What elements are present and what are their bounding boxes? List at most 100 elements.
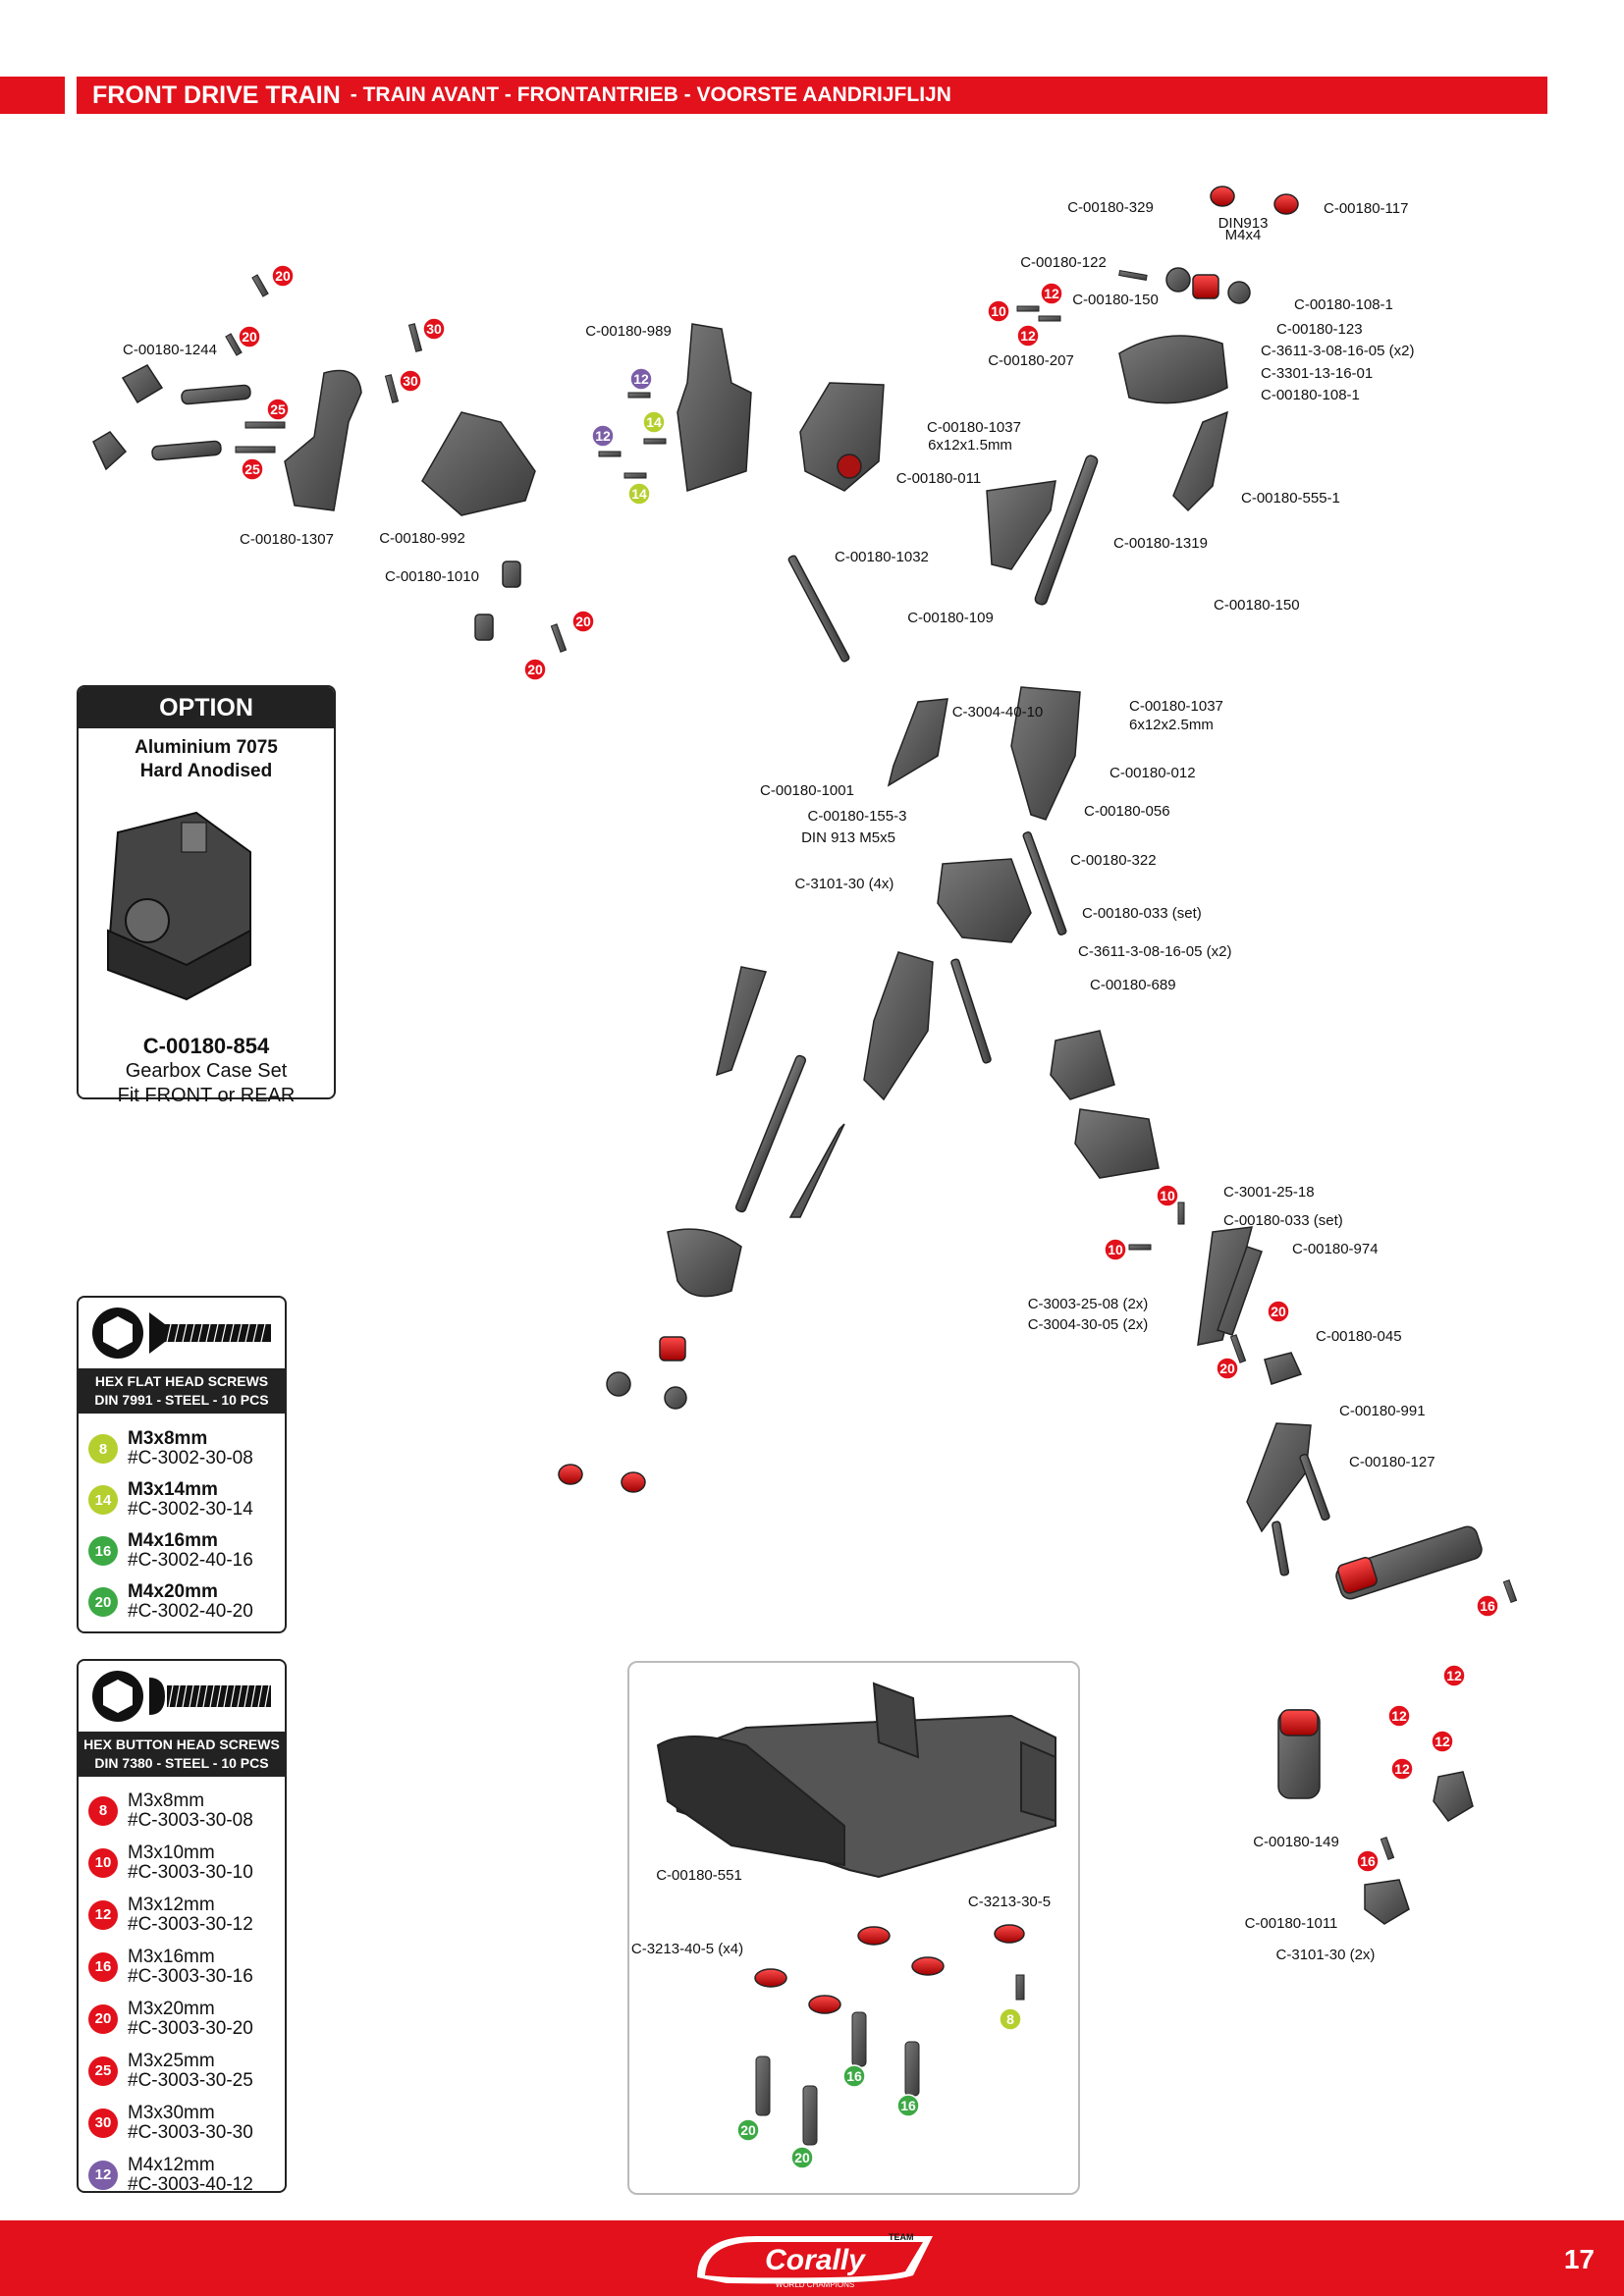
screw-code: #C-3003-30-08	[128, 1809, 253, 1831]
screw-badge-circle	[241, 457, 264, 481]
part-shock-2-red	[1279, 1709, 1319, 1736]
screw-badge-circle	[238, 325, 261, 348]
part-c00180-127	[1299, 1453, 1330, 1522]
flat-screw-icon	[79, 1298, 285, 1368]
screw-badge-number: 20	[527, 662, 543, 677]
button-screw-icon	[79, 1661, 285, 1732]
screw-size: M3x14mm	[128, 1479, 218, 1500]
screw-badge: 10	[987, 299, 1010, 323]
screw-badge: 25	[266, 398, 290, 421]
part-c00180-011	[986, 480, 1056, 570]
part-label: C-00180-1010	[385, 568, 479, 585]
screw-code: #C-3002-30-08	[128, 1448, 253, 1468]
skid-plate-c00180-551	[656, 1682, 1056, 1879]
screw-number-badge: 8	[88, 1795, 118, 1826]
screw-badge: 30	[422, 317, 446, 341]
screw-badge-circle	[987, 299, 1010, 323]
part-label: DIN 913 M5x5	[801, 829, 895, 846]
part-hub	[1433, 1771, 1474, 1822]
flat-screws-title: HEX FLAT HEAD SCREWS DIN 7991 - STEEL - …	[79, 1368, 285, 1414]
screw-badge-number: 10	[991, 303, 1006, 319]
part-red-nut	[659, 1336, 686, 1362]
screw-size: M3x20mm	[128, 1998, 215, 2019]
screw-number-badge: 20	[88, 1587, 118, 1617]
header-title: FRONT DRIVE TRAIN	[92, 80, 341, 109]
screw-badge-circle	[1431, 1730, 1454, 1753]
screw-badge: 16	[842, 2064, 866, 2088]
part-label: C-3213-40-5 (x4)	[631, 1941, 743, 1957]
screw-spec: M3x20mm#C-3003-30-20	[128, 1998, 253, 2039]
screw-badge-circle	[1104, 1238, 1127, 1261]
screw-badge-circle	[896, 2094, 920, 2117]
part-c00180-117-b	[1273, 193, 1299, 215]
option-desc-line2: Fit FRONT or REAR	[117, 1085, 296, 1106]
screw-code: #C-3003-30-25	[128, 2069, 253, 2091]
screw-badge-circle	[271, 264, 295, 288]
part-label: C-00180-1011	[1245, 1915, 1338, 1932]
part-label: C-3611-3-08-16-05 (x2)	[1261, 343, 1414, 359]
part-c00180-322	[937, 858, 1032, 943]
screw-badge: 20	[523, 658, 547, 681]
flat-screws-legend: HEX FLAT HEAD SCREWS DIN 7991 - STEEL - …	[77, 1296, 287, 1633]
part-cap-red-a	[558, 1464, 583, 1485]
screw-size: M3x12mm	[128, 1894, 215, 1915]
screw-spec: M3x12mm#C-3003-30-12	[128, 1894, 253, 1935]
screw-badge: 16	[896, 2094, 920, 2117]
screw-spec: M4x20mm#C-3002-40-20	[128, 1582, 253, 1622]
screw-badge-number: 25	[244, 461, 260, 477]
screw-badge-circle	[1216, 1357, 1239, 1380]
part-c00180-012	[1010, 686, 1081, 821]
part-c00180-108-1-lower	[667, 1228, 742, 1298]
screw-badge-circle	[1356, 1849, 1380, 1873]
screw-badge-number: 16	[900, 2098, 916, 2113]
screw-badge: 20	[271, 264, 295, 288]
screw-badge-number: 8	[1006, 2011, 1014, 2027]
part-c00180-1307	[284, 369, 362, 511]
screw-spec: M3x10mm#C-3003-30-10	[128, 1842, 253, 1883]
section-header: FRONT DRIVE TRAIN - TRAIN AVANT - FRONTA…	[77, 77, 1547, 114]
part-label: C-00180-123	[1276, 321, 1363, 338]
part-cap-red-b	[621, 1471, 646, 1493]
screw-badge-circle	[1442, 1664, 1466, 1687]
logo-brand-text: Corally	[765, 2244, 866, 2276]
button-screws-title: HEX BUTTON HEAD SCREWS DIN 7380 - STEEL …	[79, 1732, 285, 1777]
button-screws-title-line1: HEX BUTTON HEAD SCREWS	[83, 1736, 280, 1752]
part-label: C-00180-555-1	[1241, 490, 1340, 507]
option-desc-line1: Gearbox Case Set	[125, 1060, 288, 1082]
part-label: 6x12x1.5mm	[928, 437, 1012, 454]
screw-badge-circle	[627, 482, 651, 506]
screw-code: #C-3003-30-20	[128, 2017, 253, 2039]
screw-badge: 14	[642, 410, 666, 434]
screw-badge-circle	[523, 658, 547, 681]
screw-badge: 25	[241, 457, 264, 481]
screw-code: #C-3003-40-12	[128, 2173, 253, 2195]
screw-badge-number: 10	[1108, 1242, 1123, 1257]
screw-badge: 16	[1476, 1594, 1499, 1618]
screw-badge-circle	[999, 2007, 1022, 2031]
screw-code: #C-3003-30-16	[128, 1965, 253, 1987]
screw-badge-number: 20	[1219, 1361, 1235, 1376]
part-label: C-00180-551	[656, 1867, 742, 1884]
screw-badge-circle	[736, 2118, 760, 2142]
part-label: C-00180-155-3	[808, 808, 907, 825]
screw-badge-number: 12	[1435, 1734, 1450, 1749]
screw-badge: 12	[629, 367, 653, 391]
part-c00180-1010-b	[474, 614, 494, 641]
part-label: C-00180-1037	[927, 419, 1021, 436]
part-label: C-3611-3-08-16-05 (x2)	[1078, 943, 1231, 960]
screw-number-badge: 12	[88, 2160, 118, 2190]
part-pin	[181, 384, 251, 405]
screw-spec: M3x30mm#C-3003-30-30	[128, 2103, 253, 2143]
screw-badge: 12	[1016, 324, 1040, 347]
button-screws-title-line2: DIN 7380 - STEEL - 10 PCS	[94, 1755, 269, 1771]
part-c00180-974-b	[1217, 1246, 1263, 1336]
screw-badge-number: 20	[1271, 1304, 1286, 1319]
screw-badge-circle	[1387, 1704, 1411, 1728]
screw-spec: M3x25mm#C-3003-30-25	[128, 2051, 253, 2091]
